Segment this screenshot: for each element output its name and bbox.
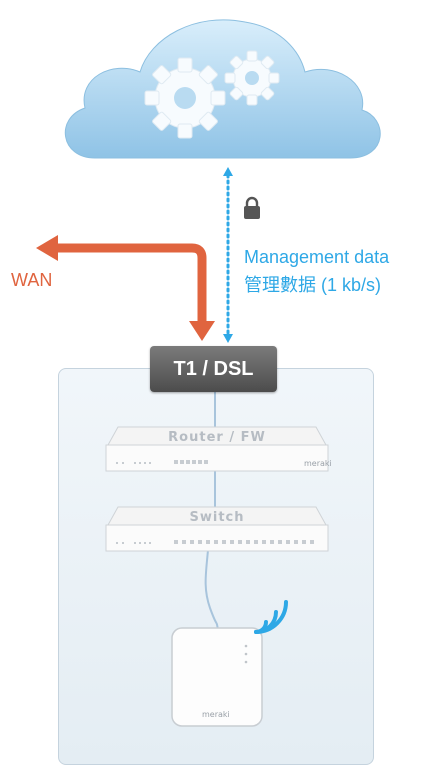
switch-device [105,506,329,552]
gears-icon [144,50,280,139]
lock-icon [244,196,260,219]
wan-arrow [36,235,215,341]
switch-label: Switch [189,510,245,525]
management-data-label-zh: 管理數据 (1 kb/s) [244,275,382,295]
router-brand: meraki [304,459,332,468]
access-point-brand: meraki [202,710,230,719]
wifi-icon [254,600,288,634]
cloud-icon [64,19,381,159]
management-data-line [223,167,233,343]
access-point-device [171,627,263,727]
network-cables [204,390,219,631]
management-data-label: Management data 管理數据 (1 kb/s) [244,243,389,299]
management-data-label-en: Management data [244,247,390,267]
t1-dsl-badge: T1 / DSL [150,346,277,392]
router-label: Router / FW [168,430,266,445]
wan-label: WAN [11,270,53,290]
router-firewall-device [105,426,329,472]
